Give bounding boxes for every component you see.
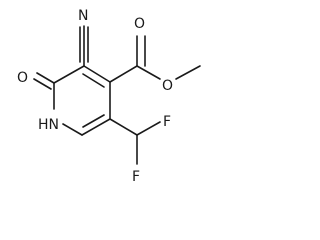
atom-label-ring-carbonyl-o: O bbox=[17, 70, 28, 86]
atom-label-ring-nh: HN bbox=[38, 117, 59, 133]
bond-c5-chf2 bbox=[109, 118, 138, 136]
atom-label-nitrile-n: N bbox=[78, 8, 88, 24]
bond-c3-c4-double bbox=[82, 73, 105, 88]
bond-c6-n1 bbox=[62, 123, 83, 136]
bond-c5-c6-double bbox=[82, 114, 105, 128]
atom-label-fluorine-top: F bbox=[163, 114, 171, 130]
molecule-structure: N O HN O O F F bbox=[17, 8, 201, 185]
bond-c2-o-double bbox=[33, 78, 52, 90]
bond-c2-o bbox=[36, 72, 55, 84]
bond-c3-c4 bbox=[83, 65, 111, 83]
pyridinone-ring bbox=[53, 65, 111, 136]
bond-c2-c3 bbox=[53, 65, 85, 84]
bond-c5-c6 bbox=[81, 118, 111, 136]
bond-ester-c-o-ether bbox=[136, 65, 161, 80]
atom-label-ester-ether-o: O bbox=[162, 78, 173, 94]
bond-ch-f-top bbox=[136, 121, 161, 136]
bond-c4-ester-c bbox=[109, 65, 138, 83]
atom-label-fluorine-bottom: F bbox=[132, 169, 140, 185]
structure-canvas: N O HN O O F F bbox=[17, 8, 201, 185]
atom-label-ester-carbonyl-o: O bbox=[134, 16, 145, 32]
bond-o-methyl bbox=[175, 65, 201, 80]
